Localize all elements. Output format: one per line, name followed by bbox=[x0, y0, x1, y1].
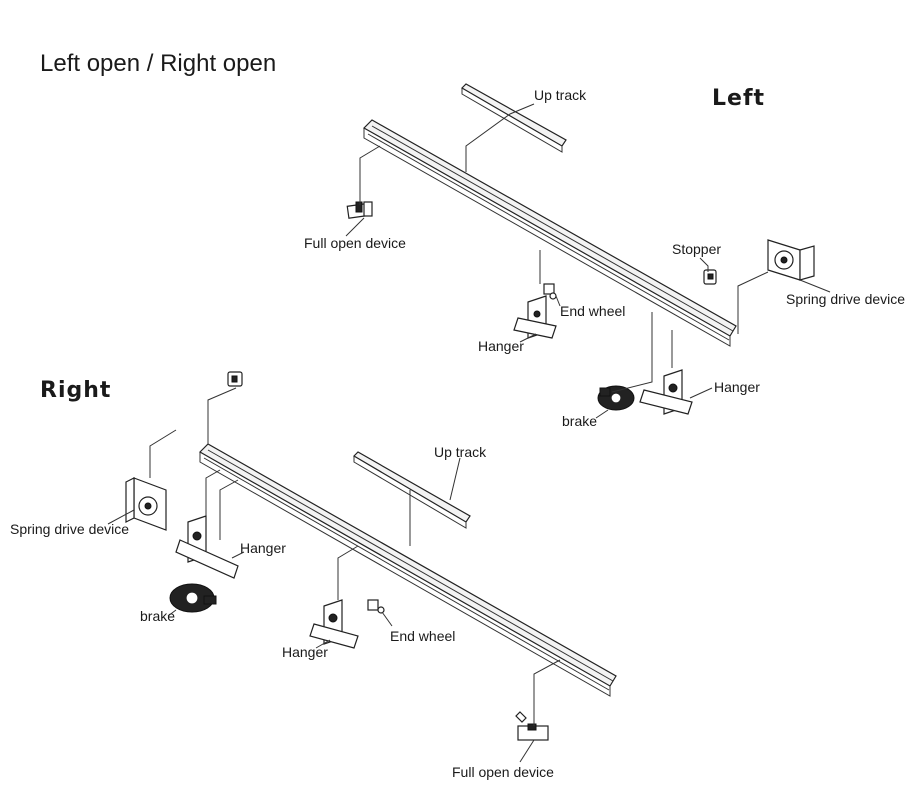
right-hanger-2 bbox=[309, 599, 359, 649]
right-assembly: Up track Spring drive device Hanger brak… bbox=[10, 371, 617, 780]
left-label-hanger-1: Hanger bbox=[478, 338, 524, 354]
right-label-spring-drive-device: Spring drive device bbox=[10, 521, 129, 537]
left-assembly: Up track Full open device Stopper Spring… bbox=[304, 83, 905, 429]
diagram-title: Left open / Right open bbox=[40, 50, 277, 77]
left-up-track bbox=[461, 83, 567, 153]
right-end-wheel bbox=[367, 599, 385, 614]
right-label-end-wheel: End wheel bbox=[390, 628, 455, 644]
left-spring-drive-device bbox=[767, 239, 815, 281]
right-main-track bbox=[199, 443, 617, 697]
left-leader-lines bbox=[345, 103, 831, 419]
section-right-heading: Right bbox=[40, 378, 112, 403]
right-label-brake: brake bbox=[140, 608, 175, 624]
left-label-full-open-device: Full open device bbox=[304, 235, 406, 251]
left-label-up-track: Up track bbox=[534, 87, 587, 103]
left-stopper bbox=[703, 269, 717, 285]
right-leader-lines bbox=[107, 387, 561, 763]
left-label-hanger-2: Hanger bbox=[714, 379, 760, 395]
right-label-hanger-1: Hanger bbox=[240, 540, 286, 556]
right-hanger-1 bbox=[175, 515, 239, 579]
right-top-fitting bbox=[227, 371, 243, 387]
left-label-stopper: Stopper bbox=[672, 241, 721, 257]
left-label-spring-drive-device: Spring drive device bbox=[786, 291, 905, 307]
left-full-open-device bbox=[346, 201, 373, 219]
section-left-heading: Left bbox=[712, 86, 766, 111]
left-main-track bbox=[363, 119, 737, 347]
left-end-wheel bbox=[543, 283, 557, 300]
left-hanger-2 bbox=[639, 369, 693, 415]
left-brake bbox=[597, 385, 635, 411]
right-label-full-open-device: Full open device bbox=[452, 764, 554, 780]
left-label-brake: brake bbox=[562, 413, 597, 429]
right-label-up-track: Up track bbox=[434, 444, 487, 460]
right-full-open-device bbox=[515, 711, 549, 741]
right-spring-drive-device bbox=[125, 477, 167, 531]
right-label-hanger-2: Hanger bbox=[282, 644, 328, 660]
left-hanger-1 bbox=[513, 295, 557, 339]
left-label-end-wheel: End wheel bbox=[560, 303, 625, 319]
right-brake bbox=[169, 583, 217, 613]
